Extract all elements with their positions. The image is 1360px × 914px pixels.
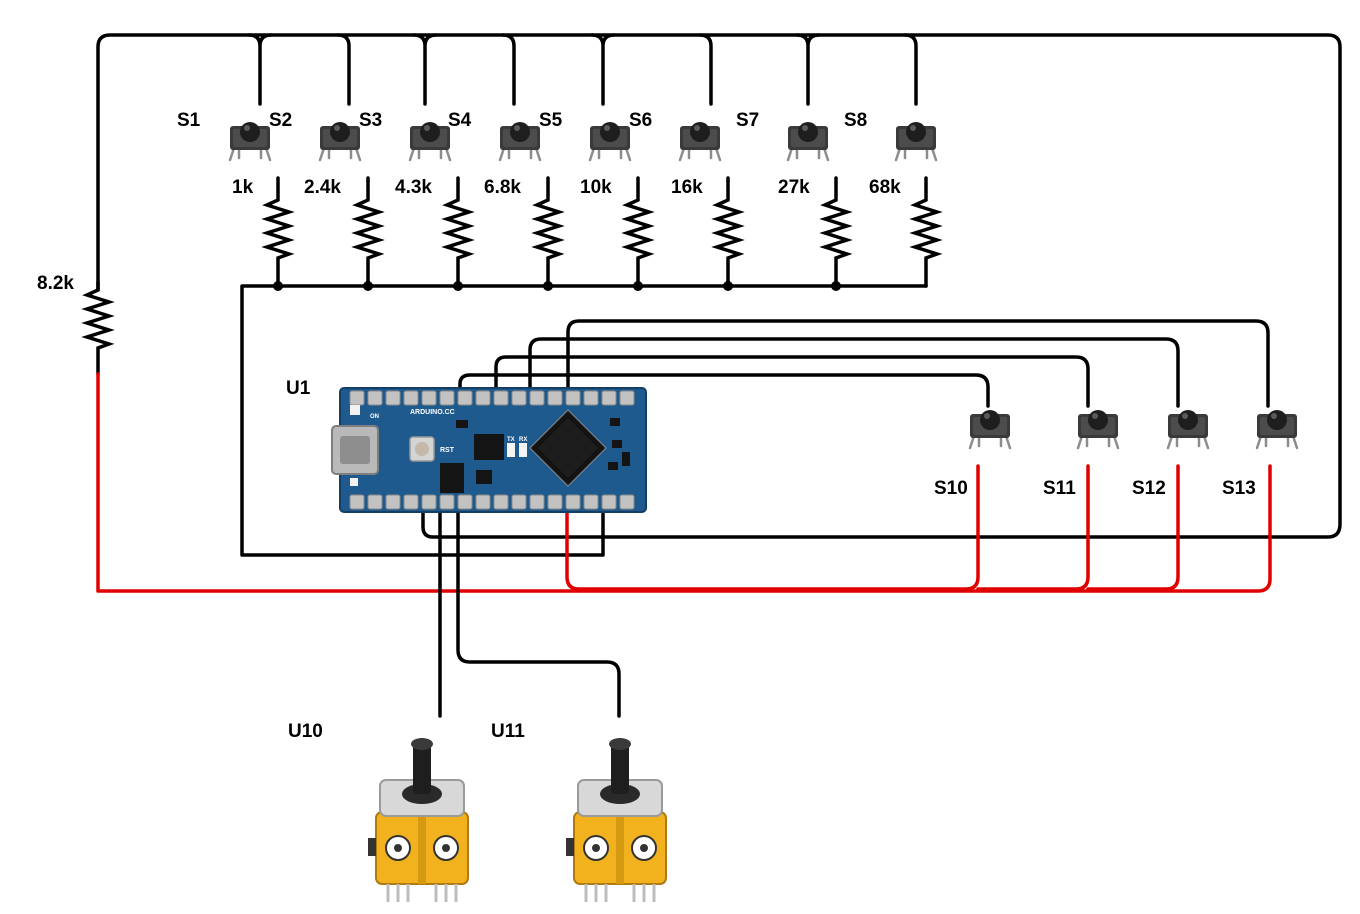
joystick-u11	[564, 736, 668, 904]
switch-label-s8: S8	[844, 110, 867, 131]
switch-s1	[228, 120, 272, 162]
switch-s4	[498, 120, 542, 162]
resistor-label-27k: 27k	[778, 177, 810, 198]
switch-s13	[1255, 408, 1299, 450]
ground-wires	[96, 372, 1272, 593]
resistor-8k2	[81, 280, 115, 376]
switch-s8	[894, 120, 938, 162]
usb-connector	[331, 425, 379, 475]
switch-label-s5: S5	[539, 110, 563, 131]
resistor-labels: 1k 2.4k 4.3k 6.8k 10k 16k 27k 68k 8.2k	[37, 177, 901, 294]
switch-label-s7: S7	[736, 110, 759, 131]
switch-s5	[588, 120, 632, 162]
usb-chip	[474, 434, 504, 460]
resistor-label-8k2: 8.2k	[37, 273, 74, 294]
switch-label-s4: S4	[448, 110, 472, 131]
board-tx-label: TX	[507, 437, 515, 443]
arduino-nano-board: ARDUINO.CC RST ON TX RX	[331, 387, 647, 513]
board-power-led-label: ON	[370, 414, 379, 420]
switch-label-s13: S13	[1222, 478, 1256, 499]
board-top-pins	[349, 390, 635, 406]
joystick-u10	[366, 736, 470, 904]
switch-labels: S1 S2 S3 S4 S5 S6 S7 S8 S10 S11 S12 S13	[177, 110, 1256, 499]
resistor-label-10k: 10k	[580, 177, 612, 198]
switch-s3	[408, 120, 452, 162]
resistor-label-68k: 68k	[869, 177, 901, 198]
joystick-label-u11: U11	[491, 721, 525, 742]
board-reset-label: RST	[440, 447, 455, 454]
right-switch-wires	[458, 319, 1270, 408]
switch-label-s12: S12	[1132, 478, 1166, 499]
board-rx-label: RX	[519, 437, 527, 443]
switch-s12	[1166, 408, 1210, 450]
microcontroller-chip	[529, 409, 607, 487]
switch-s2	[318, 120, 362, 162]
resistor-ladder	[240, 176, 943, 557]
switch-label-s6: S6	[629, 110, 652, 131]
board-label-u1: U1	[286, 378, 311, 399]
regulator-chip	[440, 463, 464, 493]
resistor-label-1k: 1k	[232, 177, 254, 198]
switch-s11	[1076, 408, 1120, 450]
switch-s10	[968, 408, 1012, 450]
switch-s6	[678, 120, 722, 162]
switch-label-s3: S3	[359, 110, 382, 131]
joystick-label-u10: U10	[288, 721, 323, 742]
board-brand-text: ARDUINO.CC	[410, 409, 455, 416]
resistor-label-2k4: 2.4k	[304, 177, 341, 198]
switch-label-s2: S2	[269, 110, 292, 131]
switch-label-s11: S11	[1043, 478, 1076, 499]
resistor-label-4k3: 4.3k	[395, 177, 432, 198]
resistor-label-6k8: 6.8k	[484, 177, 521, 198]
resistor-label-16k: 16k	[671, 177, 703, 198]
joystick-wires	[438, 498, 621, 718]
switch-label-s1: S1	[177, 110, 201, 131]
board-bottom-pins	[349, 494, 635, 510]
switch-label-s10: S10	[934, 478, 968, 499]
switch-s7	[786, 120, 830, 162]
component-labels: U1 U10 U11	[286, 378, 525, 742]
top-bus-wire	[96, 33, 1342, 539]
